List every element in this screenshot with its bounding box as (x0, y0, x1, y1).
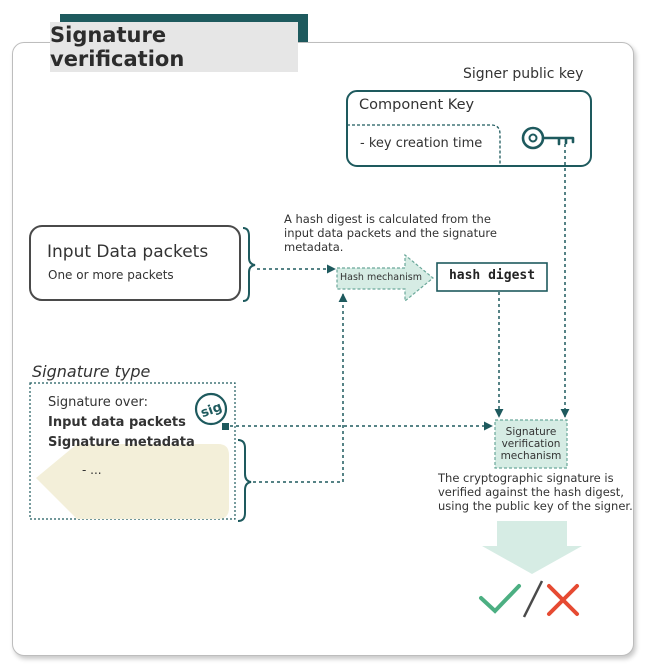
hash-mechanism-label: Hash mechanism (340, 272, 422, 283)
key-creation-time: - key creation time (360, 136, 483, 151)
key-field-outline (347, 124, 501, 166)
signature-type-box (29, 382, 236, 520)
sig-badge-icon: sig (194, 392, 229, 430)
svg-text:sig: sig (199, 400, 224, 421)
verification-box (494, 419, 568, 469)
input-data-box (29, 225, 241, 301)
page-title: Signature verification (50, 22, 298, 72)
signature-brace (237, 439, 252, 522)
connector-meta-hash (253, 293, 348, 483)
verification-note: The cryptographic signature is verified … (438, 471, 633, 513)
input-data-brace (242, 227, 256, 302)
slash-divider (522, 580, 544, 618)
check-icon (479, 584, 521, 614)
key-icon (521, 126, 575, 150)
signer-public-key-heading: Signer public key (463, 66, 584, 82)
hash-note: A hash digest is calculated from the inp… (284, 212, 497, 254)
signature-over-label: Signature over: (48, 395, 148, 410)
metadata-ellipsis: - ... (82, 463, 102, 477)
hash-digest-label: hash digest (448, 268, 536, 283)
input-data-title: Input Data packets (47, 242, 209, 262)
sig-item-input-data: Input data packets (48, 415, 186, 430)
metadata-pointer (36, 444, 229, 519)
cross-icon (547, 584, 579, 616)
result-arrow (482, 521, 582, 574)
input-data-subtitle: One or more packets (48, 268, 174, 282)
verification-label: Signature verification mechanism (500, 426, 562, 462)
hash-digest-box (436, 262, 548, 292)
hash-mechanism-arrow (336, 253, 434, 303)
signature-type-heading: Signature type (32, 362, 151, 381)
sig-item-metadata: Signature metadata (48, 435, 195, 450)
component-key-title: Component Key (359, 97, 475, 113)
